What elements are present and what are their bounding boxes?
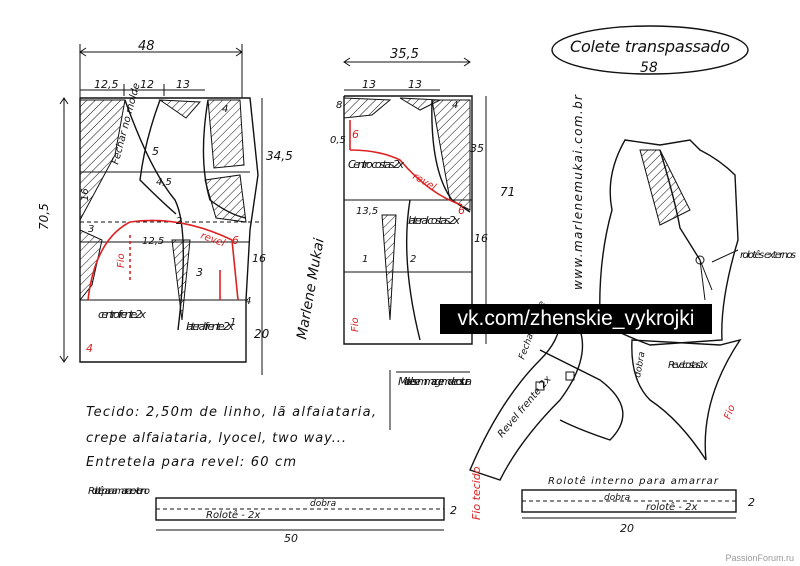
back-dim8-label: 8: [336, 100, 342, 111]
vk-banner: vk.com/zhenskie_vykrojki: [440, 304, 712, 334]
website: www.marlenemukai.com.br: [571, 94, 585, 290]
front-seg3-label: 13: [176, 78, 190, 91]
rolote-int-width: 2: [748, 496, 755, 509]
pattern-number: 58: [640, 60, 658, 76]
materials-line-3: Entretela para revel: 60 cm: [86, 455, 296, 470]
rolote-int-piece: rolotê - 2x: [646, 501, 698, 513]
back-pattern: 35,5 13 13 8 0,5 4 6 6 13,5 1 2 Centro c…: [330, 47, 515, 345]
back-red6b-label: 6: [458, 204, 465, 217]
back-seg2-label: 13: [408, 78, 422, 91]
front-dim5-label: 5: [152, 145, 159, 158]
back-h16-label: 16: [474, 232, 488, 245]
back-dim135-label: 13,5: [356, 206, 378, 217]
front-seg2-label: 12: [140, 78, 154, 91]
sketch-note: rolotês externos: [740, 249, 796, 261]
front-dim4b-label: 4: [245, 296, 251, 307]
rolote-int-label: Rolotê interno para amarrar: [548, 475, 719, 487]
front-piece-center: centro frente 2x: [98, 308, 146, 321]
front-piece-side: lateral frente 2x: [186, 320, 234, 333]
back-dim4-label: 4: [452, 100, 458, 111]
fio-small-label: Fio: [722, 403, 737, 421]
rolote-int-length: 20: [620, 522, 634, 535]
front-height-label: 70,5: [37, 203, 51, 230]
materials-list: Tecido: 2,50m de linho, lã alfaiataria, …: [86, 405, 376, 470]
title-block: Colete transpassado 58: [551, 25, 749, 76]
back-seg1-label: 13: [362, 78, 376, 91]
front-h16b-label: 16: [252, 252, 266, 265]
materials-line-2: crepe alfaiataria, lyocel, two way...: [86, 431, 346, 446]
watermark: PassionForum.ru: [725, 553, 794, 563]
back-h71-label: 71: [500, 185, 515, 199]
signature: Marlene Mukai: [294, 237, 328, 341]
front-dart1-label: 1: [230, 317, 236, 328]
back-width-label: 35,5: [390, 47, 419, 62]
facing-back-fold: dobra: [633, 351, 647, 378]
rolote-internal: Rolotê interno para amarrar dobra rolotê…: [521, 475, 755, 535]
front-h16-label: 16: [80, 188, 91, 201]
rolote-int-fold: dobra: [604, 493, 630, 503]
back-piece-side: lateral costas 2x: [408, 214, 460, 227]
front-fio-label: Fio: [116, 253, 127, 268]
front-dart2-label: 2: [176, 216, 182, 227]
rolote-ext-label: Rolotê para amarrar externo: [88, 485, 150, 497]
front-h3-label: 3: [88, 224, 94, 235]
title: Colete transpassado: [570, 37, 730, 56]
front-red6-label: 6: [232, 234, 239, 247]
back-piece-center: Centro costas 2x: [348, 158, 404, 171]
vest-sketch: rolotês externos: [599, 139, 796, 346]
facing-back: Revel costas 1x dobra Fio: [631, 338, 742, 461]
back-red6-label: 6: [352, 128, 359, 141]
front-hright-label: 34,5: [266, 149, 293, 163]
front-dim125-label: 12,5: [142, 236, 164, 247]
facing-front-label: Revel frente 2x: [496, 374, 554, 440]
molde-note-text: Molde sem margem de costura: [398, 375, 472, 388]
molde-note: Molde sem margem de costura: [389, 370, 472, 430]
front-width-label: 48: [138, 39, 155, 54]
back-dim05-label: 0,5: [330, 135, 346, 146]
back-h35-label: 35: [470, 142, 484, 155]
rolote-external: Rolotê para amarrar externo dobra Rolotê…: [88, 485, 457, 545]
front-pattern: 48 12,5 12 13 70,: [37, 39, 293, 375]
back-fio-label: Fio: [350, 317, 361, 332]
front-dart3-label: 3: [196, 266, 203, 279]
front-dim4-label: 4: [222, 104, 228, 115]
front-red4-label: 4: [86, 342, 93, 355]
rolote-ext-fold: dobra: [310, 499, 336, 509]
rolote-ext-width: 2: [450, 504, 457, 517]
facing-back-label: Revel costas 1x: [668, 360, 708, 371]
back-dart2-label: 2: [410, 254, 416, 265]
back-dart1-label: 1: [362, 254, 368, 265]
rolote-ext-piece: Rolotê - 2x: [206, 509, 260, 521]
front-revel-label: revel: [199, 230, 227, 249]
front-dim45-label: 4,5: [156, 177, 172, 188]
materials-line-1: Tecido: 2,50m de linho, lã alfaiataria,: [86, 405, 376, 420]
front-h20-label: 20: [254, 327, 270, 341]
back-revel-label: revel: [411, 171, 438, 193]
fio-tecido-label: Fio tecido: [470, 466, 483, 520]
front-seg1-label: 12,5: [94, 78, 119, 91]
rolote-ext-length: 50: [284, 532, 298, 545]
